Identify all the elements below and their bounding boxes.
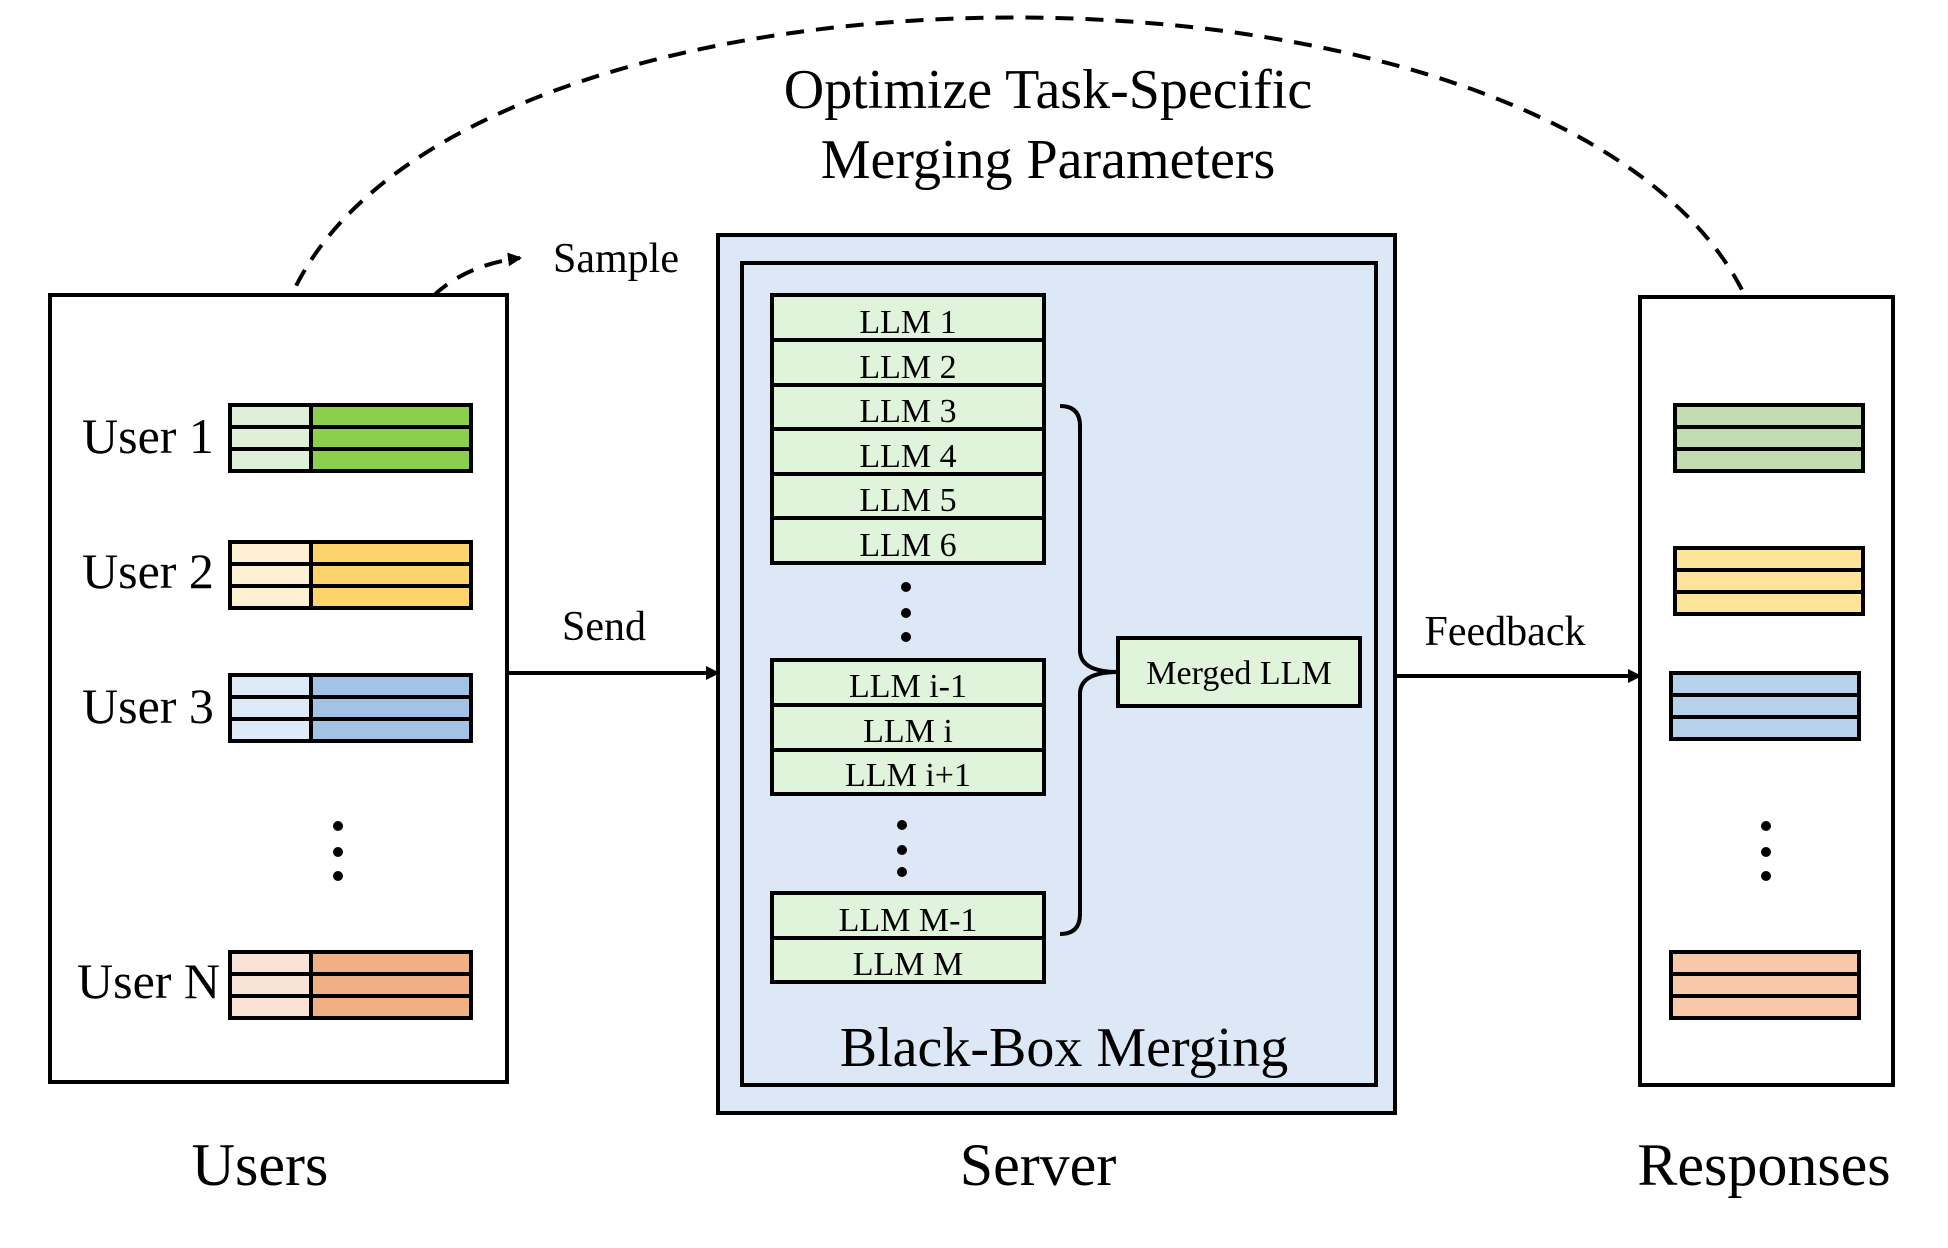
server-title: Server — [960, 1132, 1117, 1198]
merged-llm-label: Merged LLM — [1146, 655, 1331, 692]
user-label: User 3 — [82, 678, 214, 734]
user-label: User 1 — [82, 408, 214, 464]
response-bar — [1673, 403, 1865, 473]
llm-label: LLM 6 — [859, 527, 956, 564]
user-n-row: User N — [77, 950, 473, 1020]
users-ellipsis — [333, 821, 343, 881]
llm-label: LLM 4 — [859, 438, 956, 475]
user-data-table — [228, 403, 473, 473]
feedback-label: Feedback — [1425, 609, 1586, 655]
llm-label: LLM i — [863, 713, 953, 750]
user-label: User 2 — [82, 543, 214, 599]
users-title: Users — [192, 1132, 329, 1198]
llm-label: LLM 2 — [859, 349, 956, 386]
black-box-merging-title: Black-Box Merging — [840, 1017, 1288, 1079]
llm-label: LLM 1 — [859, 304, 956, 341]
optimize-label-line1: Optimize Task-Specific — [784, 59, 1312, 121]
responses-ellipsis — [1761, 821, 1771, 881]
send-label: Send — [562, 604, 646, 650]
responses-title: Responses — [1637, 1132, 1890, 1198]
llm-ellipsis-1 — [901, 582, 911, 642]
user-data-table — [228, 540, 473, 610]
user-data-table — [228, 673, 473, 743]
llm-label: LLM i+1 — [845, 757, 971, 794]
llm-ellipsis-2 — [897, 820, 907, 877]
user-1-row: User 1 — [82, 403, 473, 473]
user-label: User N — [77, 953, 220, 1009]
llm-label: LLM 3 — [859, 393, 956, 430]
llm-label: LLM i-1 — [849, 668, 967, 705]
black-box-merging-frame — [740, 261, 1378, 1087]
llm-label: LLM M-1 — [839, 902, 978, 939]
response-bar — [1669, 671, 1861, 741]
merged-llm-box: Merged LLM — [1116, 636, 1362, 708]
sample-label: Sample — [553, 236, 679, 282]
llm-stack-top: LLM 1 LLM 2 LLM 3 LLM 4 LLM 5 LLM 6 — [770, 293, 1046, 565]
user-3-row: User 3 — [82, 673, 473, 743]
optimize-label-line2: Merging Parameters — [821, 129, 1276, 191]
user-data-table — [228, 950, 473, 1020]
llm-label: LLM 5 — [859, 482, 956, 519]
llm-stack-bottom: LLM M-1 LLM M — [770, 891, 1046, 984]
user-2-row: User 2 — [82, 540, 473, 610]
response-bar — [1673, 546, 1865, 616]
llm-stack-mid: LLM i-1 LLM i LLM i+1 — [770, 658, 1046, 796]
llm-label: LLM M — [853, 946, 964, 983]
response-bar — [1669, 950, 1861, 1020]
